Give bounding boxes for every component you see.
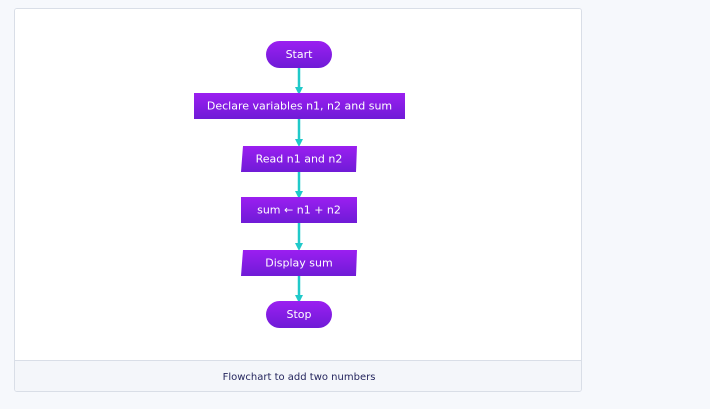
caption-text: Flowchart to add two numbers xyxy=(222,371,376,383)
start-node-label: Start xyxy=(286,48,314,61)
figure-card: Start Declare variables n1, n2 and sum R… xyxy=(14,8,582,392)
figure-caption: Flowchart to add two numbers xyxy=(15,360,581,391)
stop-node: Stop xyxy=(266,301,332,328)
stop-node-label: Stop xyxy=(286,308,311,321)
flowchart-diagram: Start Declare variables n1, n2 and sum R… xyxy=(15,9,581,360)
declare-node-label: Declare variables n1, n2 and sum xyxy=(207,100,392,113)
compute-node: sum ← n1 + n2 xyxy=(241,197,357,223)
display-node: Display sum xyxy=(241,250,357,276)
flowchart-svg: Start Declare variables n1, n2 and sum R… xyxy=(194,41,405,328)
display-node-label: Display sum xyxy=(265,257,332,270)
read-node: Read n1 and n2 xyxy=(241,146,357,172)
declare-node: Declare variables n1, n2 and sum xyxy=(194,93,405,119)
compute-node-label: sum ← n1 + n2 xyxy=(257,204,341,217)
read-node-label: Read n1 and n2 xyxy=(256,153,343,166)
start-node: Start xyxy=(266,41,332,68)
